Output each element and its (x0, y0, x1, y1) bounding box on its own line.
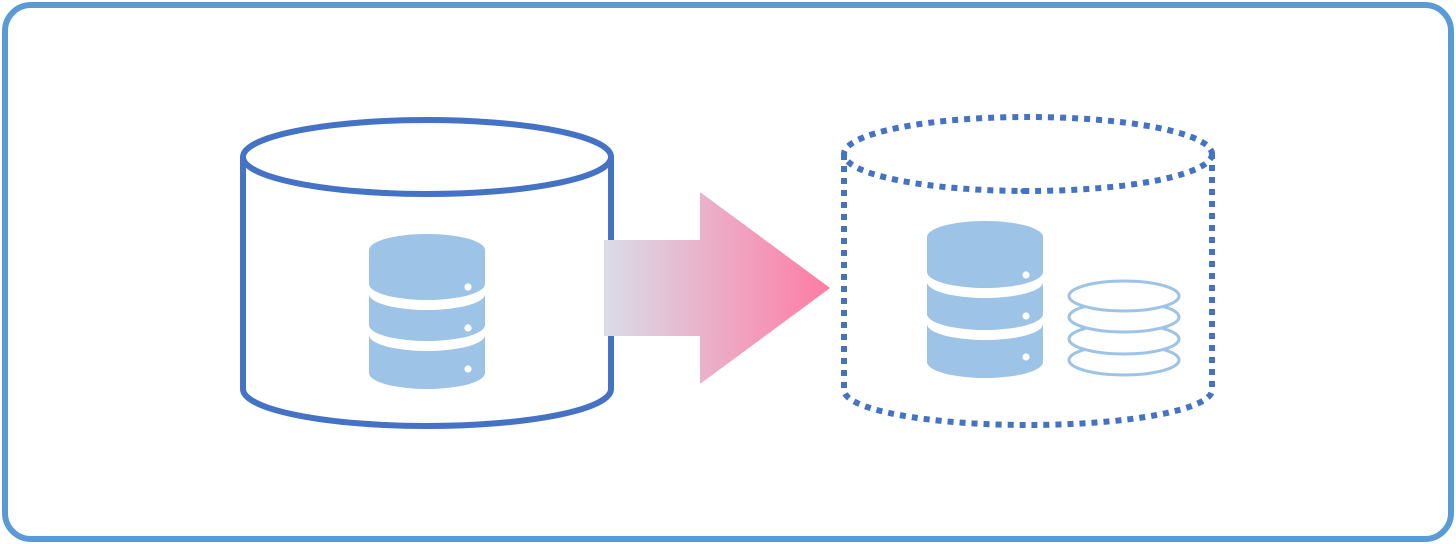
disk-stack-icon (1067, 279, 1181, 377)
target-database-icon (927, 221, 1043, 378)
source-cylinder (240, 117, 614, 429)
migration-arrow (604, 192, 830, 384)
source-database-icon (369, 234, 485, 389)
target-cylinder (841, 114, 1215, 428)
